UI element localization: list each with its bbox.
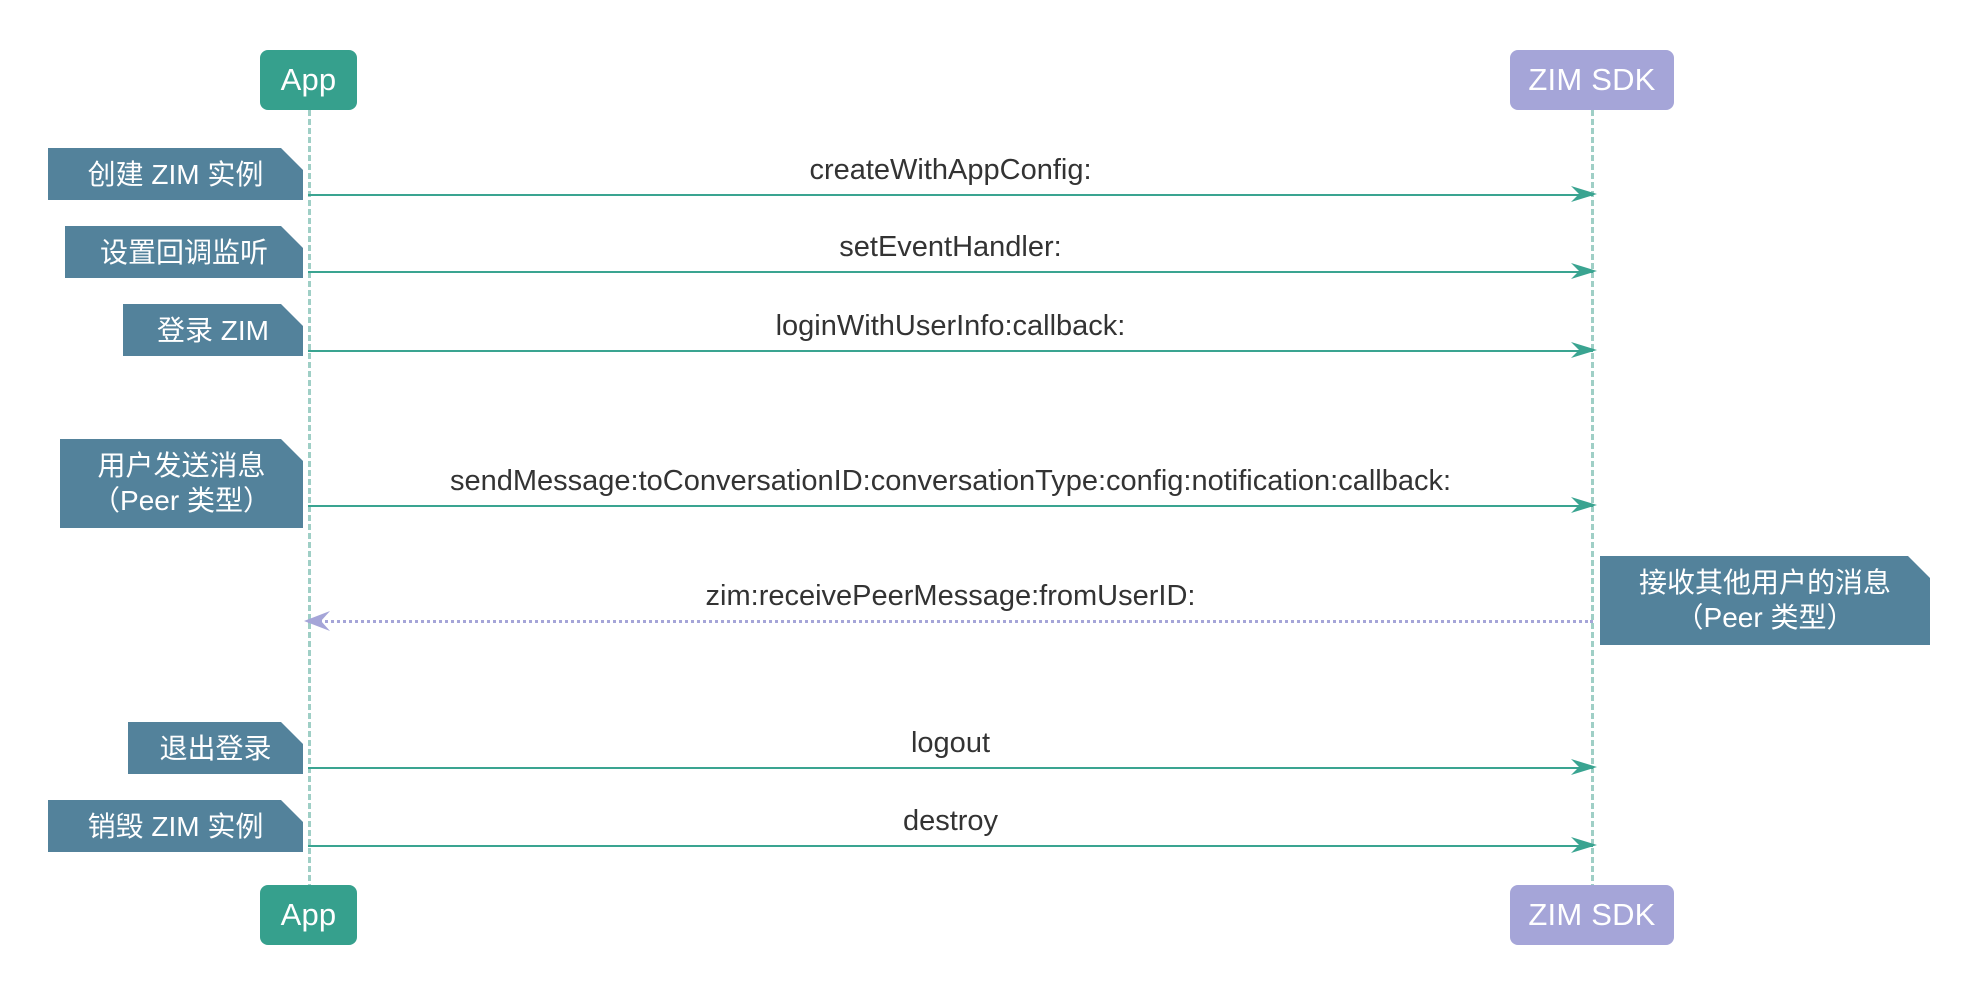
message-line [308,767,1593,769]
message-label: setEventHandler: [839,231,1062,263]
message-label: logout [910,727,990,759]
message-label: loginWithUserInfo:callback: [775,310,1126,342]
message-line [308,271,1593,273]
participant-footer-zim-sdk[interactable]: ZIM SDK [1510,885,1674,945]
note-login[interactable]: 登录 ZIM [123,304,303,356]
participant-header-zim-sdk-label: ZIM SDK [1528,62,1656,97]
note-line-2: （Peer 类型） [1675,602,1855,634]
arrowhead-left-icon [304,611,330,631]
arrowhead-right-icon [1571,497,1597,513]
note-receive-message[interactable]: 接收其他用户的消息 （Peer 类型） [1600,556,1930,645]
arrowhead-right-icon [1571,342,1597,358]
message-line [308,505,1593,507]
note-send-message[interactable]: 用户发送消息 （Peer 类型） [60,439,303,528]
note-line-1: 销毁 ZIM 实例 [87,811,264,842]
note-set-callback[interactable]: 设置回调监听 [65,226,303,278]
lifeline-app [308,110,311,890]
participant-footer-app-label: App [280,897,337,932]
arrowhead-right-icon [1571,759,1597,775]
note-line-1: 用户发送消息 [97,450,266,481]
note-line-1: 登录 ZIM [157,315,269,346]
participant-footer-zim-sdk-label: ZIM SDK [1528,897,1656,932]
note-create-instance[interactable]: 创建 ZIM 实例 [48,148,303,200]
participant-header-app[interactable]: App [260,50,357,110]
message-label: zim:receivePeerMessage:fromUserID: [705,580,1196,612]
note-line-1: 创建 ZIM 实例 [87,159,264,190]
note-destroy[interactable]: 销毁 ZIM 实例 [48,800,303,852]
note-logout[interactable]: 退出登录 [128,722,303,774]
message-line [308,194,1593,196]
message-line [308,620,1593,623]
note-line-1: 设置回调监听 [99,237,268,268]
participant-header-zim-sdk[interactable]: ZIM SDK [1510,50,1674,110]
arrowhead-right-icon [1571,186,1597,202]
note-line-1: 接收其他用户的消息 [1638,567,1891,598]
arrowhead-right-icon [1571,263,1597,279]
message-label: destroy [902,805,999,837]
participant-footer-app[interactable]: App [260,885,357,945]
arrowhead-right-icon [1571,837,1597,853]
note-line-2: （Peer 类型） [92,485,271,517]
participant-header-app-label: App [280,62,337,97]
message-line [308,350,1593,352]
note-line-1: 退出登录 [159,733,272,764]
message-label: sendMessage:toConversationID:conversatio… [449,465,1452,497]
message-line [308,845,1593,847]
message-label: createWithAppConfig: [809,154,1092,186]
lifeline-zim-sdk [1591,110,1594,890]
